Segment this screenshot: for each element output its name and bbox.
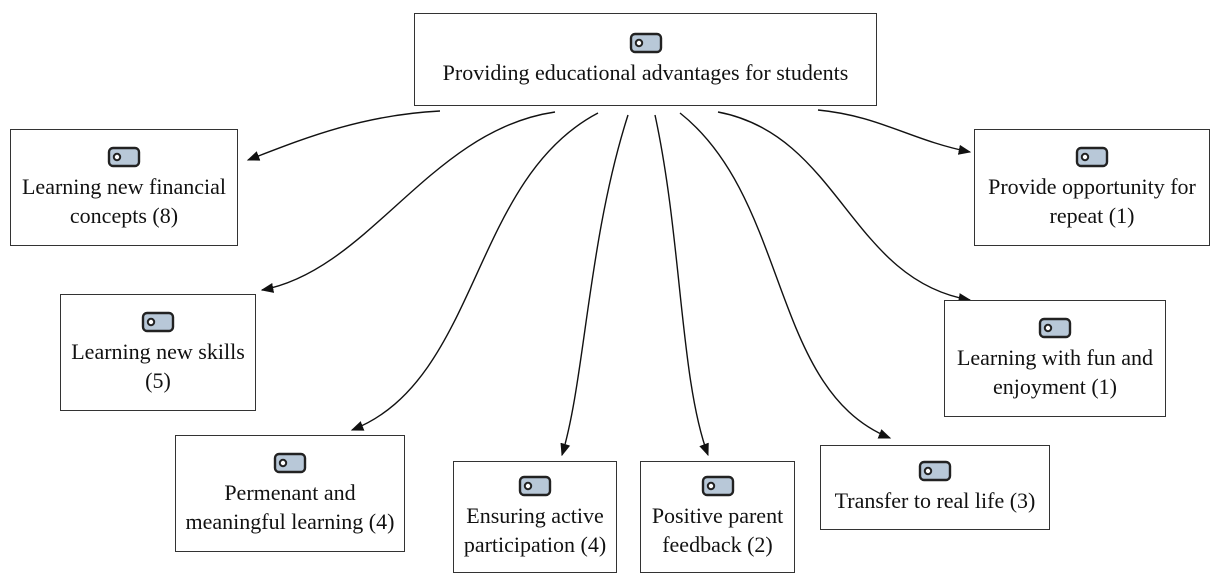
node-repeat-label: Provide opportunity for repeat (1) [988, 173, 1196, 228]
code-tag-icon [1075, 146, 1109, 168]
code-tag-icon [1038, 317, 1072, 339]
node-skills-label: Learning new skills (5) [71, 338, 245, 393]
node-permanent-label: Permenant and meaningful learning (4) [185, 479, 395, 534]
node-active-label: Ensuring active participation (4) [463, 503, 607, 557]
node-financial: Learning new financial concepts (8) [10, 129, 238, 246]
code-tag-icon [518, 476, 552, 497]
edge-root-permanent [350, 112, 599, 431]
node-fun: Learning with fun and enjoyment (1) [944, 300, 1166, 417]
code-tag-icon [701, 476, 734, 497]
node-active: Ensuring active participation (4) [453, 461, 617, 573]
node-financial-label: Learning new financial concepts (8) [21, 173, 226, 228]
root-node-label: Providing educational advantages for stu… [442, 60, 849, 86]
node-fun-label: Learning with fun and enjoyment (1) [956, 344, 1154, 399]
node-transfer-label: Transfer to real life (3) [834, 488, 1036, 514]
node-skills: Learning new skills (5) [60, 294, 256, 411]
node-transfer: Transfer to real life (3) [820, 445, 1050, 530]
node-parent: Positive parent feedback (2) [640, 461, 795, 573]
code-tag-icon [918, 461, 952, 482]
edge-root-fun [717, 111, 972, 304]
edge-root-repeat [817, 109, 972, 155]
edge-root-parent [654, 114, 709, 457]
root-node: Providing educational advantages for stu… [414, 13, 877, 106]
code-tag-icon [107, 146, 141, 168]
node-permanent: Permenant and meaningful learning (4) [175, 435, 405, 552]
code-tag-icon [273, 452, 307, 474]
code-tag-icon [629, 33, 662, 54]
node-repeat: Provide opportunity for repeat (1) [974, 129, 1210, 246]
edge-root-skills [260, 111, 556, 293]
edge-root-financial [246, 110, 441, 161]
node-parent-label: Positive parent feedback (2) [651, 503, 784, 557]
edge-root-transfer [679, 112, 892, 439]
code-tag-icon [141, 311, 175, 333]
edge-root-active [560, 114, 629, 457]
